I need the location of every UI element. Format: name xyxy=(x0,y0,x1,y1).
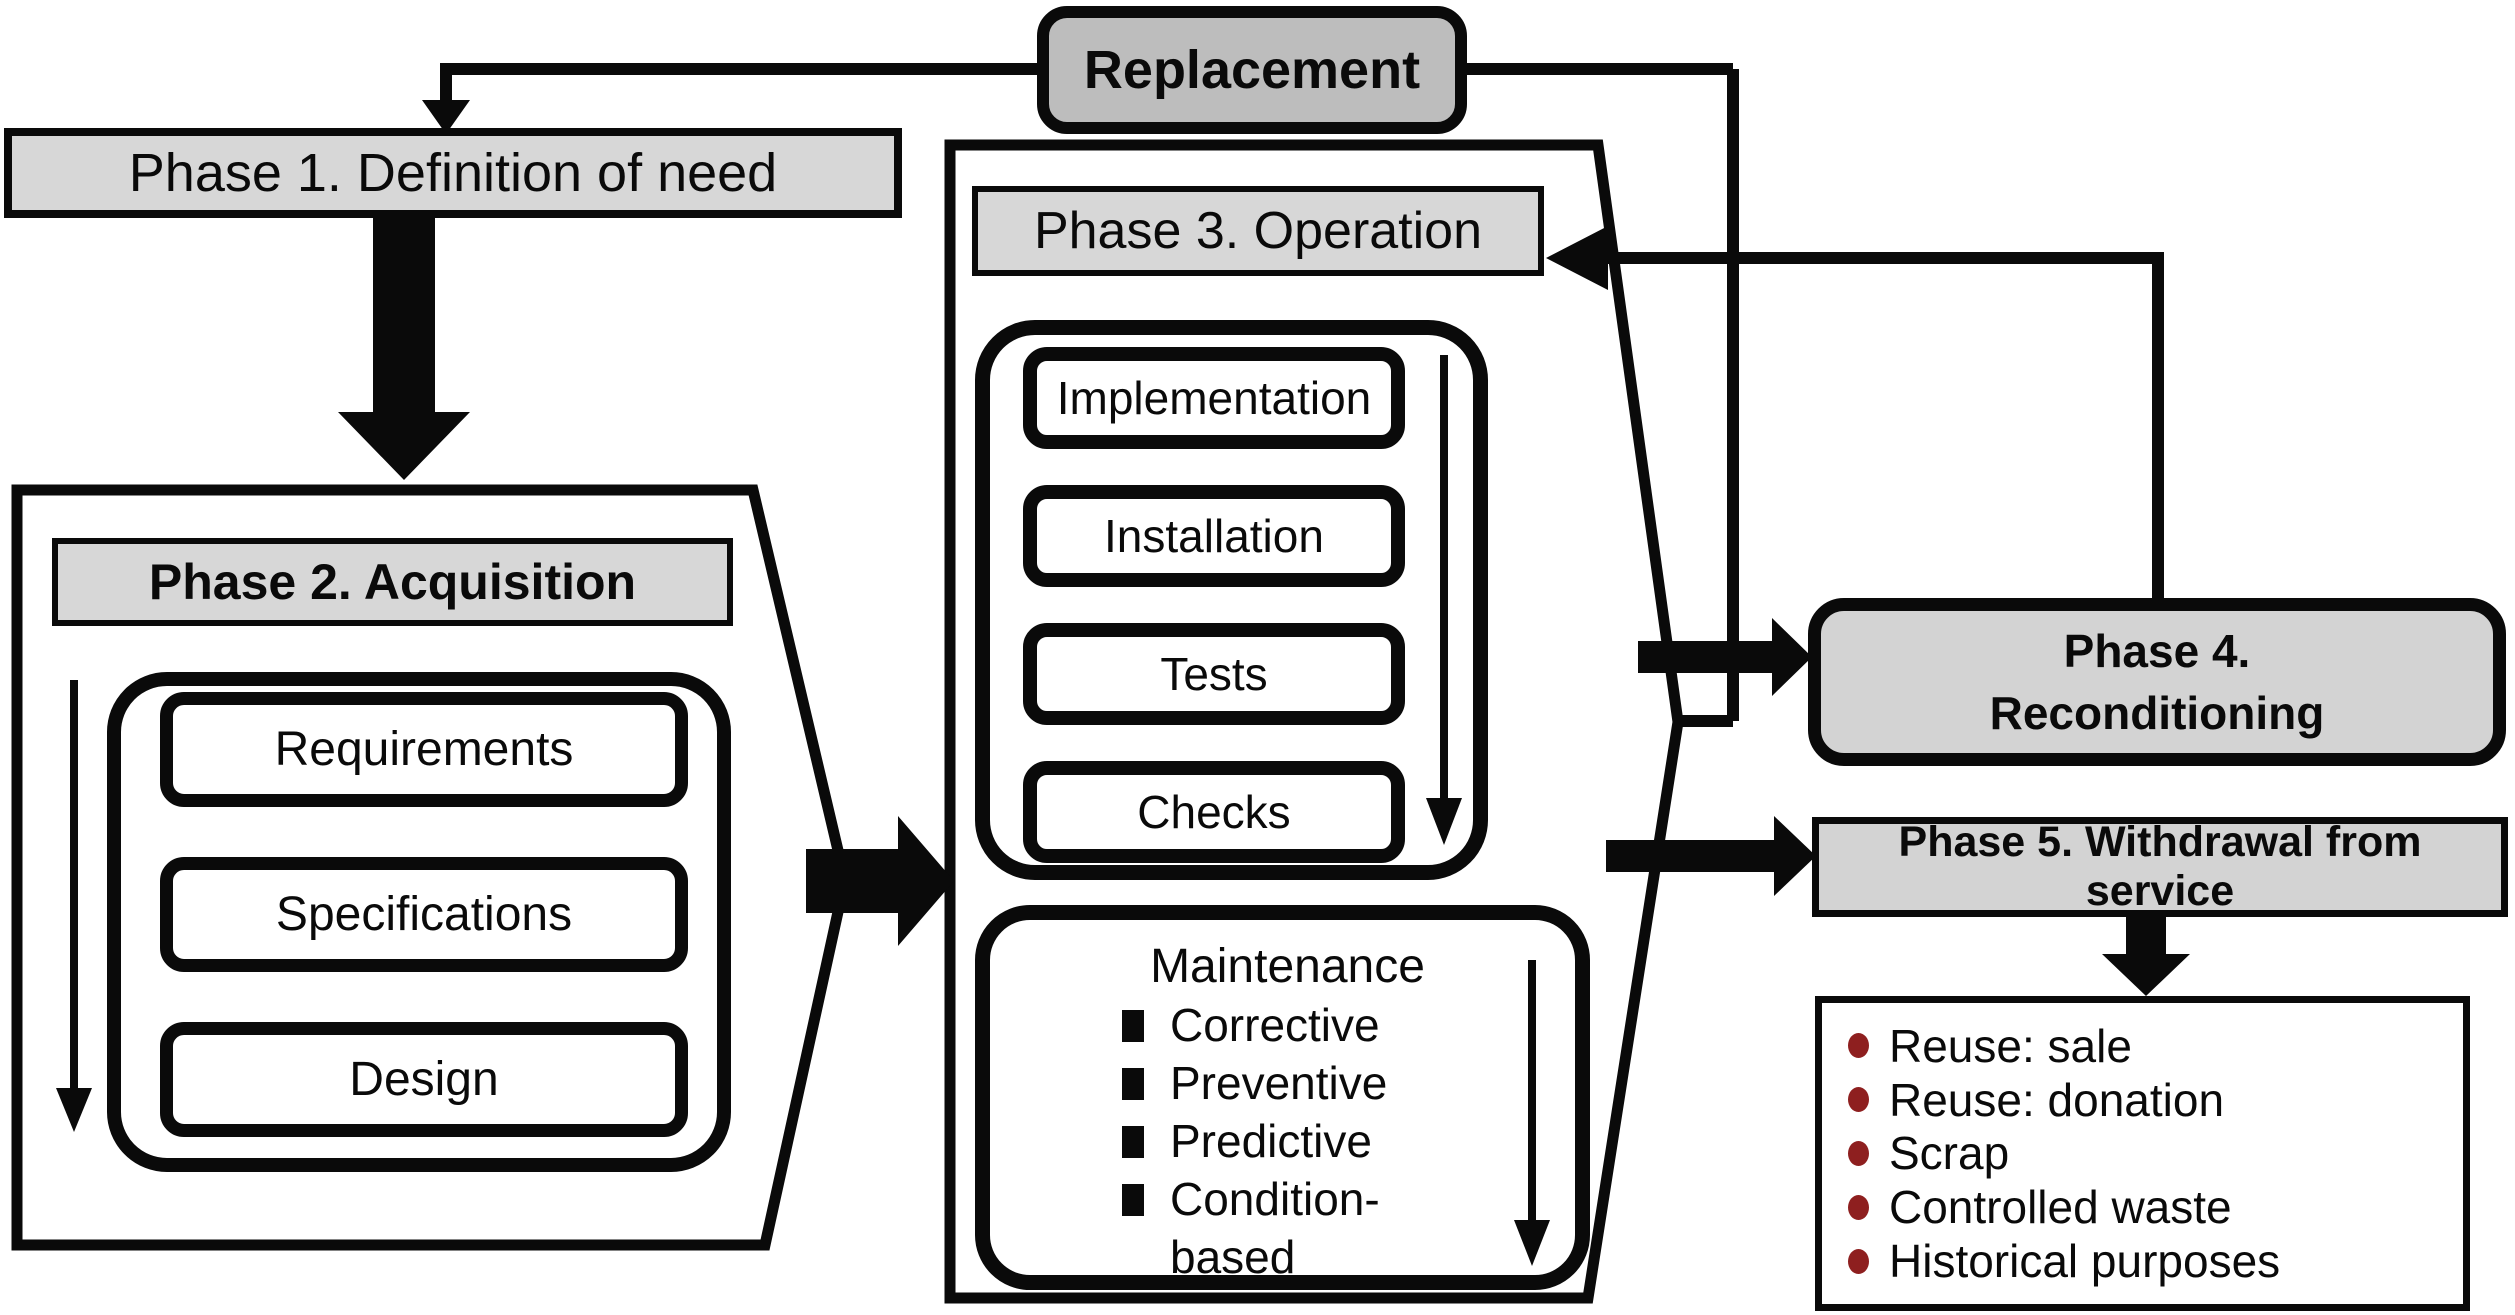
phase5-box: Phase 5. Withdrawal from service xyxy=(1812,817,2508,917)
phase1-box: Phase 1. Definition of need xyxy=(4,128,902,218)
square-bullet-icon xyxy=(1122,1184,1144,1216)
maintenance-item: Preventive xyxy=(1122,1054,1505,1112)
maintenance-box: Maintenance Corrective Preventive Predic… xyxy=(975,905,1590,1290)
phase2-title: Phase 2. Acquisition xyxy=(148,554,637,610)
outcome-item: Controlled waste xyxy=(1848,1181,2232,1233)
phase1-label: Phase 1. Definition of need xyxy=(128,143,778,203)
step-implementation: Implementation xyxy=(1023,347,1405,449)
outcome-label: Controlled waste xyxy=(1889,1181,2232,1234)
arrow-phase3-to-phase4 xyxy=(1638,618,1812,696)
step-label: Requirements xyxy=(274,723,574,776)
step-installation: Installation xyxy=(1023,485,1405,587)
withdrawal-outcomes-box: Reuse: sale Reuse: donation Scrap Contro… xyxy=(1815,996,2470,1311)
red-bullet-icon xyxy=(1848,1140,1869,1166)
arrow-phase3-to-phase5 xyxy=(1606,816,1816,896)
red-bullet-icon xyxy=(1848,1087,1869,1113)
phase5-label: Phase 5. Withdrawal from service xyxy=(1898,818,2422,915)
step-label: Tests xyxy=(1160,648,1268,700)
square-bullet-icon xyxy=(1122,1126,1144,1158)
phase4-box: Phase 4. Reconditioning xyxy=(1808,598,2506,766)
step-requirements: Requirements xyxy=(160,692,688,807)
outcome-label: Reuse: sale xyxy=(1889,1019,2132,1072)
arrowhead-into-phase3 xyxy=(1546,226,1608,290)
thin-arrow-phase2-head xyxy=(56,1088,92,1132)
outcome-label: Historical purposes xyxy=(1889,1235,2281,1288)
phase4-label-line1: Phase 4. xyxy=(2063,625,2251,677)
arrow-phase2-to-phase3 xyxy=(806,816,954,946)
phase3-title: Phase 3. Operation xyxy=(1033,202,1483,260)
maintenance-label: Condition-based xyxy=(1170,1173,1380,1283)
maintenance-label: Predictive xyxy=(1170,1115,1372,1167)
step-label: Checks xyxy=(1137,786,1291,838)
outcome-item: Scrap xyxy=(1848,1127,2009,1179)
step-specifications: Specifications xyxy=(160,857,688,972)
outcome-label: Scrap xyxy=(1889,1127,2010,1180)
maintenance-item: Predictive xyxy=(1122,1112,1505,1170)
maintenance-label: Corrective xyxy=(1170,999,1380,1051)
step-label: Design xyxy=(349,1053,499,1106)
step-label: Installation xyxy=(1104,510,1324,562)
red-bullet-icon xyxy=(1848,1033,1869,1059)
replacement-box: Replacement xyxy=(1037,6,1467,134)
square-bullet-icon xyxy=(1122,1068,1144,1100)
outcome-item: Reuse: sale xyxy=(1848,1020,2132,1072)
step-checks: Checks xyxy=(1023,761,1405,863)
phase2-header: Phase 2. Acquisition xyxy=(52,538,733,626)
phase3-header: Phase 3. Operation xyxy=(972,186,1544,276)
arrow-phase5-to-outcomes xyxy=(2102,917,2190,996)
maintenance-label: Preventive xyxy=(1170,1057,1388,1109)
step-design: Design xyxy=(160,1022,688,1137)
outcome-item: Reuse: donation xyxy=(1848,1074,2224,1126)
maintenance-title: Maintenance xyxy=(1150,940,1425,993)
step-label: Specifications xyxy=(275,888,573,941)
step-label: Implementation xyxy=(1056,372,1372,424)
outcome-item: Historical purposes xyxy=(1848,1235,2280,1287)
maintenance-item: Condition-based xyxy=(1122,1170,1505,1286)
arrow-phase1-to-phase2 xyxy=(338,216,470,480)
phase4-label-line2: Reconditioning xyxy=(1989,687,2325,739)
red-bullet-icon xyxy=(1848,1248,1869,1274)
replacement-label: Replacement xyxy=(1083,40,1421,100)
maintenance-item: Corrective xyxy=(1122,996,1505,1054)
red-bullet-icon xyxy=(1848,1194,1869,1220)
square-bullet-icon xyxy=(1122,1010,1144,1042)
step-tests: Tests xyxy=(1023,623,1405,725)
outcome-label: Reuse: donation xyxy=(1889,1073,2225,1126)
